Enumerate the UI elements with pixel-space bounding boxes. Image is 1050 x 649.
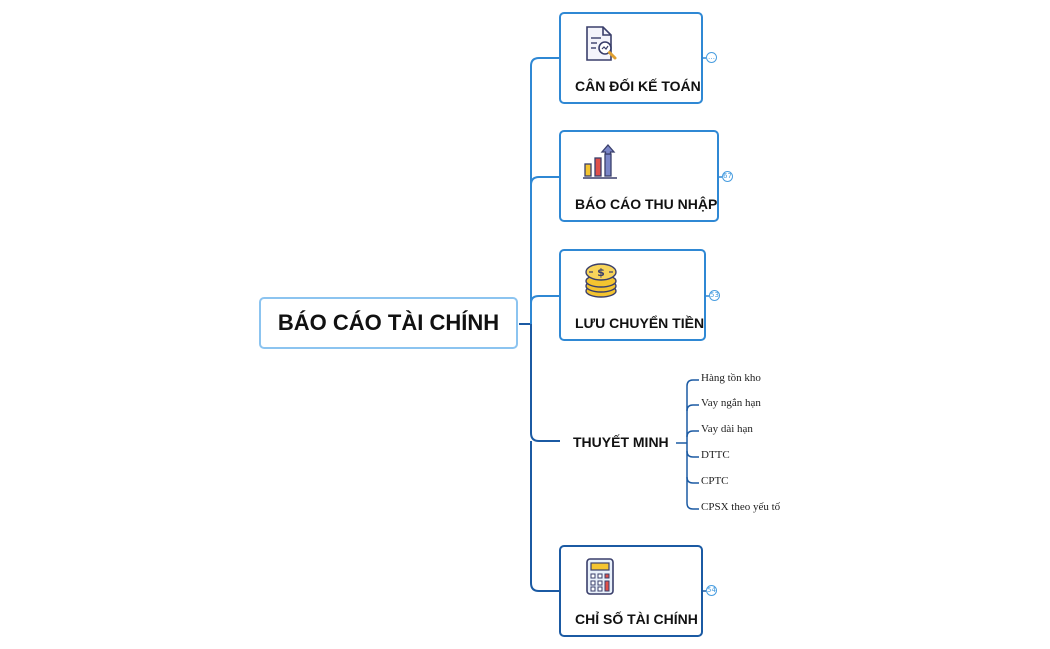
topic-notes[interactable]: THUYẾT MINH	[573, 434, 669, 450]
collapsed-count-badge[interactable]: 53	[709, 290, 720, 301]
connector-note-sub-6	[686, 477, 699, 510]
root-topic[interactable]: BÁO CÁO TÀI CHÍNH	[259, 297, 518, 349]
topic-label: THUYẾT MINH	[573, 434, 669, 450]
collapsed-count-badge[interactable]: 67	[722, 171, 733, 182]
topic-financial-ratios[interactable]: CHỈ SỐ TÀI CHÍNH	[559, 545, 703, 637]
subtopic-financial-expense[interactable]: CPTC	[701, 475, 729, 487]
connector-trunk-topic-5	[530, 441, 560, 592]
coin-stack-icon: $	[585, 263, 617, 298]
connector-note-sub-3	[686, 430, 699, 438]
connector-trunk-topic-4	[530, 324, 560, 442]
bar-chart-growth-icon	[583, 144, 617, 179]
subtopic-inventory[interactable]: Hàng tồn kho	[701, 372, 761, 384]
topic-label: BÁO CÁO THU NHẬP	[575, 196, 718, 212]
connector-trunk-topic-1	[530, 57, 560, 324]
topic-label: LƯU CHUYỂN TIỀN	[575, 315, 705, 331]
connector-trunk-topic-2	[530, 176, 560, 186]
topic-income-statement[interactable]: BÁO CÁO THU NHẬP	[559, 130, 719, 222]
connector-note-sub-4	[686, 443, 699, 458]
svg-text:$: $	[597, 266, 605, 279]
collapsed-count-badge[interactable]: …	[706, 52, 717, 63]
calculator-icon	[586, 558, 614, 595]
connector-trunk-topic-3	[530, 295, 560, 304]
subtopic-long-term-loans[interactable]: Vay dài hạn	[701, 423, 753, 435]
connector-note-sub-2	[686, 404, 699, 412]
collapsed-count-badge[interactable]: 54	[706, 585, 717, 596]
topic-balance-sheet[interactable]: CÂN ĐỐI KẾ TOÁN	[559, 12, 703, 104]
topic-cash-flow[interactable]: $ LƯU CHUYỂN TIỀN	[559, 249, 706, 341]
document-magnifier-icon	[586, 26, 617, 61]
topic-label: CHỈ SỐ TÀI CHÍNH	[575, 611, 698, 627]
root-topic-label: BÁO CÁO TÀI CHÍNH	[277, 310, 500, 335]
connector-note-sub-1	[686, 379, 699, 443]
topic-label: CÂN ĐỐI KẾ TOÁN	[575, 78, 701, 94]
subtopic-financial-revenue[interactable]: DTTC	[701, 449, 730, 461]
subtopic-production-cost-by-element[interactable]: CPSX theo yếu tố	[701, 501, 781, 513]
subtopic-short-term-loans[interactable]: Vay ngắn hạn	[701, 397, 761, 409]
